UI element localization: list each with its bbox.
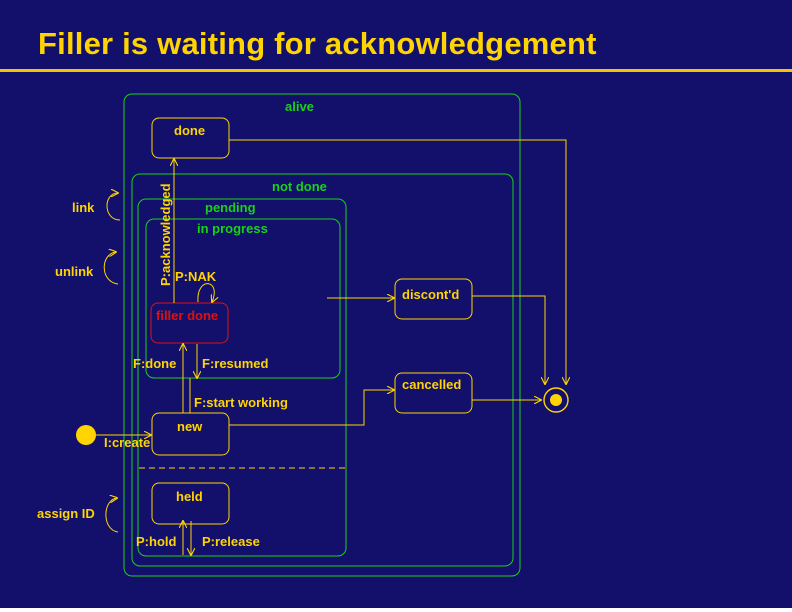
label-discontd: discont'd (402, 287, 459, 302)
initial-state-dot (76, 425, 96, 445)
label-cancelled: cancelled (402, 377, 461, 392)
transition-done-to-final (229, 139, 566, 384)
state-cancelled (394, 372, 473, 414)
label-new: new (177, 419, 203, 434)
label-alive: alive (285, 99, 314, 114)
transition-to-cancelled-arrow (229, 390, 394, 426)
state-in-progress-frame (145, 218, 341, 379)
state-alive-frame (123, 93, 521, 577)
title-underline (0, 69, 792, 72)
state-filler-done (150, 302, 229, 344)
label-p-acknowledged: P:acknowledged (158, 183, 173, 286)
label-unlink: unlink (55, 264, 94, 279)
label-filler-done: filler done (156, 308, 218, 323)
label-f-start-working: F:start working (194, 395, 288, 410)
final-state-dot (550, 394, 562, 406)
label-p-release: P:release (202, 534, 260, 549)
bottom-edge-bar (0, 608, 792, 612)
label-in-progress: in progress (197, 221, 268, 236)
label-f-done: F:done (133, 356, 176, 371)
label-i-create: I:create (104, 435, 150, 450)
transition-discontd-to-final (472, 295, 545, 384)
label-assign-id: assign ID (37, 506, 95, 521)
label-pending: pending (205, 200, 256, 215)
state-discontd (394, 278, 473, 320)
slide-title: Filler is waiting for acknowledgement (38, 26, 597, 61)
state-not-done-frame (131, 173, 514, 567)
label-not-done: not done (272, 179, 327, 194)
transition-assign-id-loop (105, 498, 118, 533)
label-p-hold: P:hold (136, 534, 176, 549)
final-state-ring (543, 387, 569, 413)
state-pending-frame (137, 198, 347, 557)
label-held: held (176, 489, 203, 504)
transition-link-loop (106, 193, 121, 221)
label-p-nak: P:NAK (175, 269, 217, 284)
state-done (151, 117, 230, 159)
label-link: link (72, 200, 95, 215)
label-f-resumed: F:resumed (202, 356, 269, 371)
label-done: done (174, 123, 205, 138)
transition-nak-loop (197, 283, 214, 302)
transition-unlink-loop (103, 252, 119, 285)
